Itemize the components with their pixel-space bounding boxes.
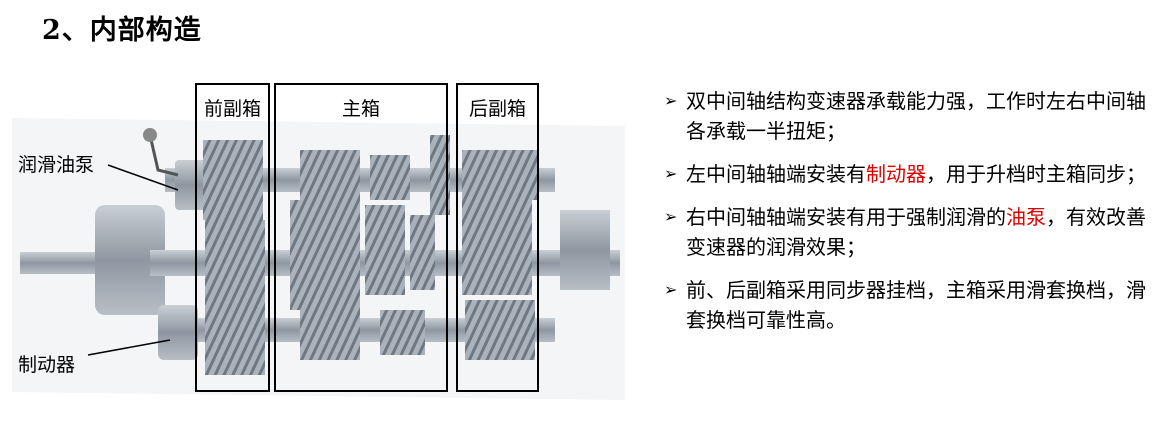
bullet-highlight: 油泵 [1006,205,1046,229]
gear-mid-2 [290,200,360,310]
gearbox-illustration [12,83,625,400]
gear-lower-4 [465,300,535,360]
arrow-bullet-icon: ➢ [664,207,678,226]
bullet-text-after: ，用于升档时主箱同步； [926,162,1146,186]
output-flange [560,210,610,290]
oil-pump-callout-line [107,164,179,191]
gear-mid-4 [410,215,435,290]
gear-lower-3 [380,310,425,355]
label-rear-subbox: 后副箱 [468,98,526,120]
bullet-text: 右中间轴轴端安装有用于强制润滑的 [686,205,1006,229]
brake-callout-line [87,339,171,356]
arrow-bullet-icon: ➢ [664,164,678,183]
transmission-diagram: 前副箱 主箱 后副箱 润滑油泵 制动器 [12,83,625,400]
bullet-item: ➢ 前、后副箱采用同步器挂档，主箱采用滑套换档，滑套换档可靠性高。 [664,275,1164,335]
bullet-text: 双中间轴结构变速器承载能力强，工作时左右中间轴各承载一半扭矩； [686,89,1146,143]
brake-body [158,305,198,360]
bullet-item: ➢ 左中间轴轴端安装有制动器，用于升档时主箱同步； [664,159,1164,189]
slide-title: 2、内部构造 [42,15,202,46]
gear-lower-2 [300,305,360,360]
oil-pump-body [175,160,207,210]
arrow-bullet-icon: ➢ [664,280,678,299]
oil-pump-connector [143,128,157,142]
label-main-box: 主箱 [341,98,380,120]
bullet-text-after: ，有效改善变速器的润滑效果； [686,205,1146,259]
gear-mid-1 [205,220,265,300]
gear-upper-4 [430,135,450,215]
clutch-housing [95,205,165,315]
callout-brake: 制动器 [18,354,76,376]
callout-oil-pump: 润滑油泵 [18,154,95,176]
rear-subbox-frame [456,83,539,392]
bullet-list: ➢ 双中间轴结构变速器承载能力强，工作时左右中间轴各承载一半扭矩； ➢ 左中间轴轴端… [664,86,1164,348]
label-front-subbox: 前副箱 [203,98,261,120]
bullet-text: 左中间轴轴端安装有 [686,162,866,186]
bullet-highlight: 制动器 [866,162,926,186]
bullet-text: 前、后副箱采用同步器挂档，主箱采用滑套换档，滑套换档可靠性高。 [686,278,1146,332]
gear-upper-1 [203,140,263,220]
gear-lower-1 [205,300,265,375]
gear-upper-5 [462,150,537,200]
bullet-item: ➢ 双中间轴结构变速器承载能力强，工作时左右中间轴各承载一半扭矩； [664,86,1164,146]
gear-mid-3 [365,205,405,295]
gear-mid-5 [462,195,532,295]
arrow-bullet-icon: ➢ [664,91,678,110]
gear-upper-3 [370,155,410,200]
oil-pump-pipe [148,134,179,177]
front-subbox-frame [195,83,270,392]
bullet-item: ➢ 右中间轴轴端安装有用于强制润滑的油泵，有效改善变速器的润滑效果； [664,202,1164,262]
main-box-frame [274,83,448,392]
